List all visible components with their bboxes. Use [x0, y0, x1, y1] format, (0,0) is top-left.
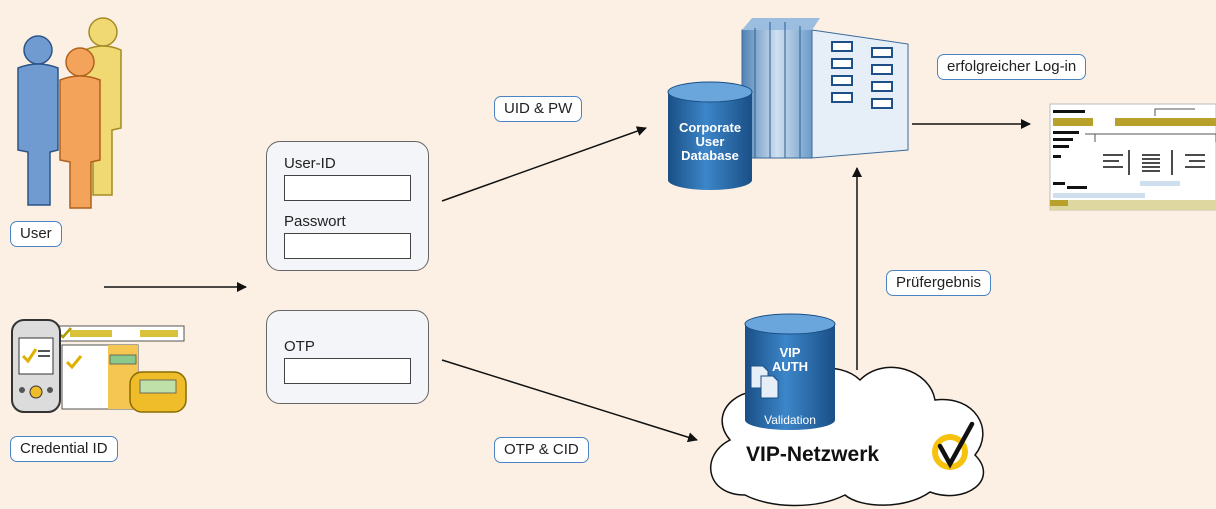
- validation-label: Validation: [764, 413, 816, 427]
- login-page-icon: [1049, 103, 1216, 211]
- uid-pw-tag: UID & PW: [494, 96, 583, 122]
- corporate-db-line2: User: [695, 134, 725, 149]
- corporate-db-line1: Corporate: [678, 120, 742, 135]
- credential-id-tag: Credential ID: [10, 436, 118, 462]
- result-tag: Prüfergebnis: [886, 270, 992, 296]
- vip-auth-line1: VIP: [779, 345, 801, 360]
- credential-devices-icon: [11, 319, 187, 413]
- user-tag: User: [10, 221, 62, 247]
- password-field[interactable]: [284, 233, 411, 259]
- corporate-db-label: Corporate User Database: [668, 121, 752, 163]
- vip-network-title: VIP-Netzwerk: [746, 443, 880, 466]
- success-tag: erfolgreicher Log-in: [937, 54, 1087, 80]
- userid-field[interactable]: [284, 175, 411, 201]
- otp-form-panel: OTP: [266, 310, 429, 404]
- otp-field[interactable]: [284, 358, 411, 384]
- users-icon: [17, 17, 122, 209]
- vip-auth-label: VIP AUTH: [745, 346, 835, 374]
- corporate-server-icon: [741, 18, 909, 159]
- vip-check-logo-icon: [932, 421, 975, 470]
- otp-label: OTP: [284, 338, 315, 355]
- userid-label: User-ID: [284, 155, 336, 172]
- arrow-to-corporate-db: [441, 126, 647, 202]
- vip-auth-line2: AUTH: [771, 359, 809, 374]
- corporate-db-cylinder: [667, 81, 753, 190]
- corporate-db-line3: Database: [681, 148, 739, 163]
- login-form-panel: User-ID Passwort: [266, 141, 429, 271]
- arrow-to-vip-network: [441, 359, 698, 443]
- vip-auth-cylinder: [744, 313, 836, 430]
- password-label: Passwort: [284, 213, 346, 230]
- otp-cid-tag: OTP & CID: [494, 437, 589, 463]
